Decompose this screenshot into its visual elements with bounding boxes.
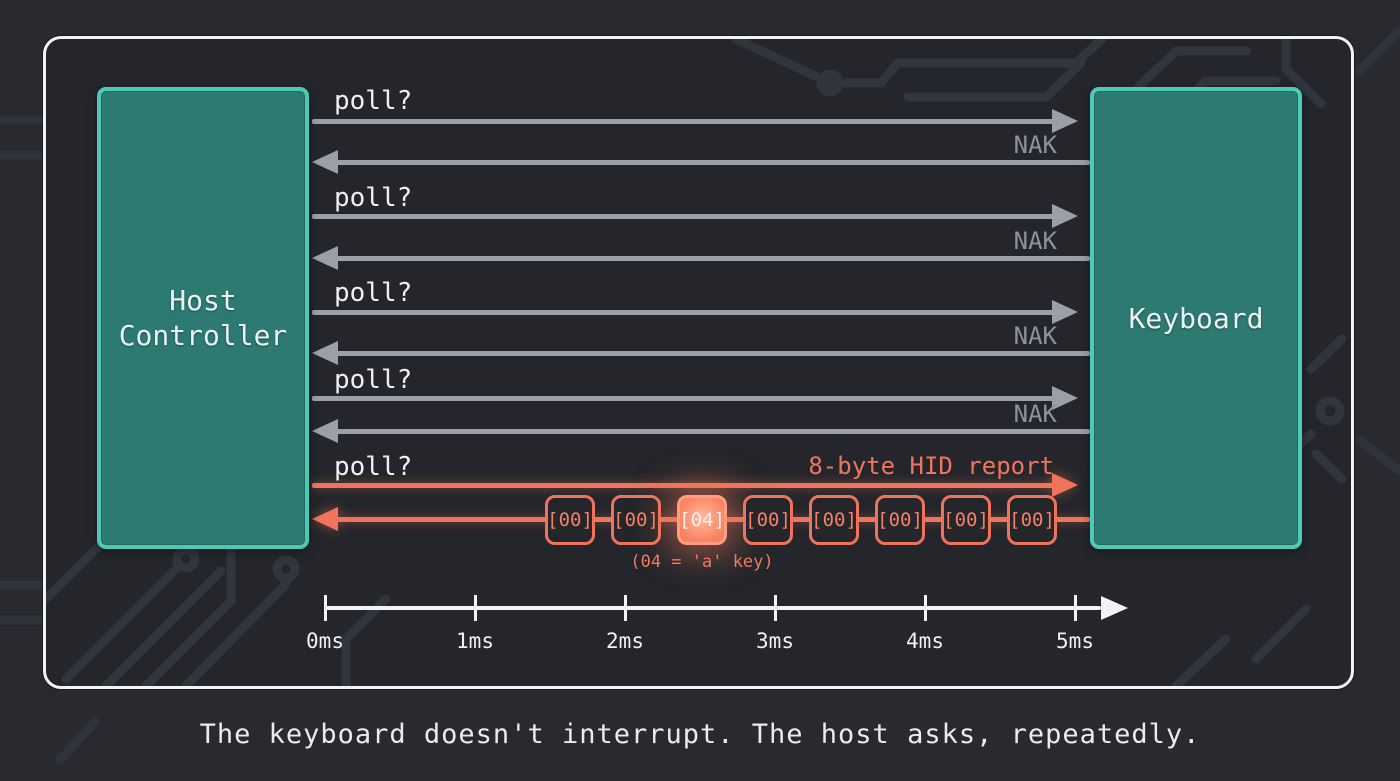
nak-label-2: NAK bbox=[1013, 227, 1057, 255]
nak-arrow-1 bbox=[312, 150, 1090, 174]
arrowhead-left-icon bbox=[312, 341, 338, 365]
poll-label-5: poll? bbox=[334, 452, 413, 482]
arrow-shaft bbox=[336, 160, 1090, 165]
diagram-frame: Host Controller Keyboard poll? NAK poll?… bbox=[43, 36, 1354, 689]
byte-box-7: [00] bbox=[941, 495, 991, 545]
arrowhead-left-icon bbox=[312, 246, 338, 270]
byte-box-1: [00] bbox=[545, 495, 595, 545]
poll-arrow-5 bbox=[312, 473, 1078, 497]
arrowhead-right-icon bbox=[1052, 204, 1078, 228]
byte-box-6: [00] bbox=[875, 495, 925, 545]
nak-arrow-4 bbox=[312, 419, 1090, 443]
timeline-label-4ms: 4ms bbox=[906, 629, 944, 653]
keyboard-box: Keyboard bbox=[1090, 87, 1302, 549]
nak-label-3: NAK bbox=[1013, 322, 1057, 350]
poll-arrow-2 bbox=[312, 204, 1078, 228]
timeline-label-3ms: 3ms bbox=[756, 629, 794, 653]
poll-arrow-4 bbox=[312, 386, 1078, 410]
byte-box-4: [00] bbox=[743, 495, 793, 545]
arrowhead-left-icon bbox=[312, 507, 338, 531]
host-controller-label: Host Controller bbox=[118, 284, 288, 352]
arrow-shaft bbox=[312, 214, 1056, 219]
arrow-shaft bbox=[312, 483, 1056, 488]
keyboard-label: Keyboard bbox=[1128, 301, 1264, 335]
byte-box-8: [00] bbox=[1007, 495, 1057, 545]
timeline-tick-4 bbox=[924, 595, 927, 621]
arrowhead-right-icon bbox=[1052, 300, 1078, 324]
arrow-shaft bbox=[336, 256, 1090, 261]
nak-arrow-2 bbox=[312, 246, 1090, 270]
poll-label-1: poll? bbox=[334, 86, 413, 116]
arrow-shaft bbox=[336, 429, 1090, 434]
bottom-caption: The keyboard doesn't interrupt. The host… bbox=[199, 719, 1201, 750]
arrow-shaft bbox=[312, 396, 1056, 401]
arrow-shaft bbox=[312, 119, 1056, 124]
timeline-label-1ms: 1ms bbox=[456, 629, 494, 653]
arrowhead-right-icon bbox=[1052, 109, 1078, 133]
timeline-label-0ms: 0ms bbox=[306, 629, 344, 653]
byte-note: (04 = 'a' key) bbox=[630, 552, 774, 572]
poll-label-2: poll? bbox=[334, 183, 413, 213]
poll-arrow-1 bbox=[312, 109, 1078, 133]
timeline-axis bbox=[325, 606, 1101, 610]
hid-report-label: 8-byte HID report bbox=[808, 452, 1054, 480]
nak-label-1: NAK bbox=[1013, 131, 1057, 159]
poll-label-3: poll? bbox=[334, 278, 413, 308]
byte-box-3-highlighted: [04] bbox=[677, 495, 727, 545]
poll-arrow-3 bbox=[312, 300, 1078, 324]
arrow-shaft bbox=[312, 310, 1056, 315]
host-controller-box: Host Controller bbox=[97, 87, 309, 549]
timeline-arrowhead-icon bbox=[1101, 596, 1128, 620]
arrow-shaft bbox=[336, 351, 1090, 356]
timeline-tick-1 bbox=[474, 595, 477, 621]
timeline-tick-2 bbox=[624, 595, 627, 621]
poll-label-4: poll? bbox=[334, 365, 413, 395]
arrowhead-left-icon bbox=[312, 150, 338, 174]
byte-box-2: [00] bbox=[611, 495, 661, 545]
nak-arrow-3 bbox=[312, 341, 1090, 365]
arrowhead-left-icon bbox=[312, 419, 338, 443]
nak-label-4: NAK bbox=[1013, 400, 1057, 428]
byte-box-5: [00] bbox=[809, 495, 859, 545]
timeline-label-2ms: 2ms bbox=[606, 629, 644, 653]
arrowhead-right-icon bbox=[1052, 473, 1078, 497]
arrowhead-right-icon bbox=[1052, 386, 1078, 410]
timeline-tick-5 bbox=[1074, 595, 1077, 621]
timeline-tick-3 bbox=[774, 595, 777, 621]
timeline-tick-0 bbox=[324, 595, 327, 621]
timeline-label-5ms: 5ms bbox=[1056, 629, 1094, 653]
